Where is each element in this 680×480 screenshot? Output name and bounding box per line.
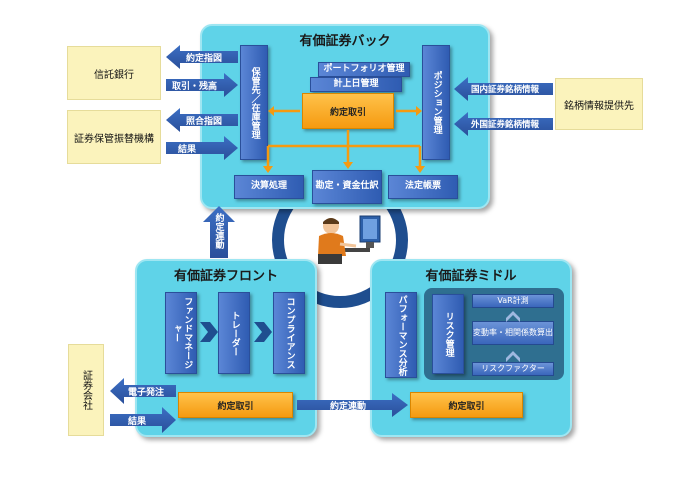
settlement-box[interactable]: 決算処理	[234, 175, 304, 199]
securities-depo-box[interactable]: 証券保管振替機構	[67, 110, 161, 164]
trader-box[interactable]: トレーダー	[218, 292, 250, 374]
back-trade-box[interactable]: 約定取引	[302, 93, 394, 129]
compliance-box[interactable]: コンプライアンス	[273, 292, 305, 374]
accounting-box[interactable]: 勘定・資金仕訳	[312, 170, 382, 204]
risk-factor-box[interactable]: リスクファクター	[472, 362, 554, 376]
arrow-match-instruction	[166, 108, 238, 132]
volatility-box[interactable]: 変動率・相関係数算出	[472, 321, 554, 345]
portfolio-box[interactable]: ポートフォリオ管理	[318, 62, 410, 77]
arrow-link-up	[203, 206, 235, 258]
legal-box[interactable]: 法定帳票	[388, 175, 458, 199]
broker-box[interactable]: 証券会社	[68, 344, 104, 436]
arrow-result-back	[166, 136, 238, 160]
trust-bank-box[interactable]: 信託銀行	[67, 46, 161, 100]
var-box[interactable]: VaR計測	[472, 294, 554, 308]
front-trade-box[interactable]: 約定取引	[178, 392, 293, 418]
arrow-foreign	[454, 112, 553, 136]
fund-manager-box[interactable]: ファンドマネージャー	[165, 292, 197, 374]
arrow-link-right	[297, 393, 408, 417]
label-trade-balance: 取引・残高	[172, 81, 218, 92]
arrow-instruction	[166, 45, 238, 69]
label-domestic: 国内証券銘柄情報	[471, 85, 540, 95]
arrow-trade-balance	[166, 73, 238, 97]
date-mgmt-box[interactable]: 計上日管理	[310, 77, 402, 92]
chevron-right-icon	[254, 322, 272, 342]
label-match-instruction: 照合指図	[186, 116, 223, 127]
label-result-back: 結果	[178, 144, 197, 155]
position-box[interactable]: ポジション管理	[422, 45, 450, 160]
label-result-front: 結果	[128, 416, 147, 427]
internal-flow-lines	[263, 106, 425, 173]
label-link-up: 約定連動	[213, 213, 224, 249]
risk-mgmt-box[interactable]: リスク管理	[432, 294, 464, 374]
middle-title: 有価証券ミドル	[425, 269, 517, 284]
info-provider-box[interactable]: 銘柄情報提供先	[555, 78, 643, 130]
arrow-order	[110, 378, 176, 404]
arrow-result-front	[110, 407, 176, 433]
label-instruction: 約定指図	[186, 53, 223, 64]
label-link-right: 約定連動	[330, 401, 367, 412]
middle-trade-box[interactable]: 約定取引	[410, 392, 523, 418]
chevron-up-icon	[506, 311, 520, 322]
performance-box[interactable]: パフォーマンス分析	[385, 292, 417, 378]
label-order: 電子発注	[128, 387, 165, 398]
label-foreign: 外国証券銘柄情報	[471, 120, 540, 130]
back-title: 有価証券バック	[299, 34, 391, 49]
custody-box[interactable]: 保管先／在庫管理	[240, 45, 268, 160]
arrow-domestic	[454, 77, 553, 101]
person-at-computer-icon	[318, 215, 381, 264]
front-title: 有価証券フロント	[173, 269, 278, 284]
chevron-up-icon	[506, 351, 520, 362]
chevron-right-icon	[200, 322, 218, 342]
